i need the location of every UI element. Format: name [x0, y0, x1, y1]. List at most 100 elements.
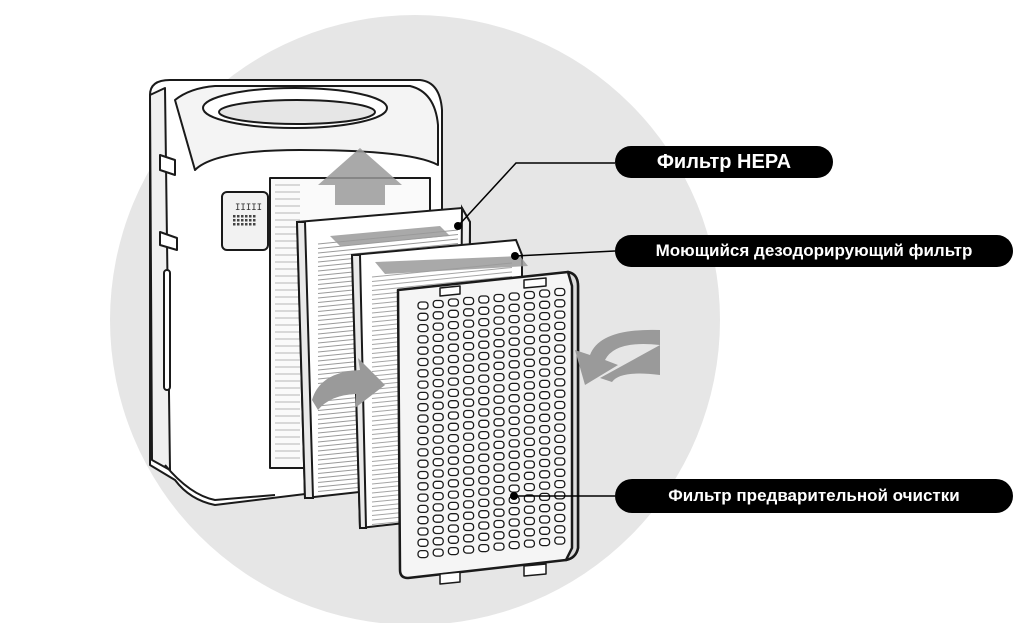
pre-filter-cell: [447, 354, 460, 364]
pre-filter-cell: [508, 427, 520, 437]
unit-indicator-dots: [233, 215, 256, 226]
pre-filter-cell: [478, 521, 490, 530]
pre-filter-cell: [462, 511, 475, 520]
pre-filter-cell: [447, 479, 460, 488]
pre-filter-cell: [432, 491, 444, 501]
pre-filter-cell: [538, 424, 551, 434]
pre-filter-cell: [417, 493, 429, 502]
pre-filter-cell: [432, 322, 444, 331]
pre-filter-cell: [554, 468, 566, 477]
pre-filter-cell: [554, 299, 566, 308]
pre-filter-cell: [432, 480, 444, 489]
pre-filter-cell: [508, 461, 520, 471]
pre-filter-cell: [432, 345, 444, 354]
pre-filter-cell: [432, 299, 444, 309]
unit-grid-lines: [275, 184, 300, 459]
pre-filter-cell: [508, 337, 520, 346]
pre-filter-cell: [478, 363, 490, 372]
pre-filter-cell: [462, 319, 475, 328]
pre-filter-cell: [417, 482, 429, 491]
label-hepa-filter: Фильтр HEPA: [615, 146, 833, 178]
pre-filter-cell: [478, 453, 490, 462]
pre-filter-cell: [478, 442, 490, 451]
pre-filter-cell: [508, 507, 520, 516]
pre-filter-cell: [462, 432, 475, 441]
pre-filter-cell: [508, 529, 520, 538]
pre-filter-cell: [508, 382, 520, 392]
pre-filter-cell: [493, 497, 505, 506]
pre-filter-cell: [493, 339, 505, 348]
pre-filter-cell: [432, 367, 444, 376]
pre-filter-cell: [493, 508, 505, 517]
pre-filter-cell: [493, 452, 505, 461]
pre-filter-cell: [462, 443, 475, 453]
pre-filter-cell: [554, 434, 566, 444]
pre-filter-cell: [417, 459, 429, 468]
pre-filter-cell: [538, 345, 551, 355]
pre-filter-cell: [462, 488, 475, 498]
pre-filter-cell: [493, 305, 505, 314]
pre-filter-cell: [432, 548, 444, 557]
pre-filter-cell: [447, 298, 460, 307]
pre-filter-cell: [478, 464, 490, 474]
pre-filter-cell: [554, 536, 566, 545]
pre-filter-cell: [478, 306, 490, 315]
pre-filter-cell: [538, 492, 551, 502]
pre-filter-cell: [478, 295, 490, 304]
pre-filter-cell: [447, 456, 460, 465]
pre-filter-cell: [538, 402, 551, 411]
pre-filter-cell: [538, 458, 551, 468]
pre-filter-cell: [508, 405, 520, 414]
pre-filter-cell: [432, 412, 444, 422]
pre-filter-cell: [447, 433, 460, 443]
pre-filter-cell: [478, 476, 490, 485]
pre-filter-cell: [417, 549, 429, 559]
pre-filter-cell: [493, 485, 505, 495]
pre-filter-cell: [447, 501, 460, 511]
pre-filter-cell: [447, 513, 460, 522]
pre-filter-cell: [447, 535, 460, 544]
pre-filter-cell: [508, 518, 520, 527]
pre-filter-cell: [554, 479, 566, 489]
leader-lines: [457, 162, 616, 497]
pre-filter-cell: [462, 466, 475, 475]
pre-filter-cell: [432, 458, 444, 467]
pre-filter-cell: [493, 418, 505, 427]
pre-filter-cell: [538, 413, 551, 422]
pre-filter-cell: [417, 357, 429, 367]
leader-dots: [454, 222, 519, 500]
pre-filter-cell: [447, 411, 460, 420]
pre-filter-cell: [538, 311, 551, 321]
pre-filter-cell: [462, 330, 475, 340]
pre-filter-cell: [538, 526, 551, 535]
pre-filter-cell: [554, 378, 566, 387]
pre-filter-cell: [508, 450, 520, 459]
pre-filter-cell: [478, 397, 490, 406]
pre-filter-cell: [554, 457, 566, 466]
pre-filter-cell: [538, 289, 551, 298]
pre-filter-cell: [493, 361, 505, 370]
pre-filter-cell: [478, 430, 490, 440]
pre-filter-cell: [523, 505, 536, 514]
pre-filter-cell: [417, 391, 429, 401]
airflow-curved-arrow-left: [312, 358, 385, 410]
pre-filter-cell: [462, 353, 475, 362]
pre-filter-cell: [523, 392, 536, 401]
pre-filter-cell: [462, 522, 475, 532]
pre-filter-cell: [554, 525, 566, 534]
pre-filter-cell: [538, 447, 551, 456]
pre-filter-cell: [478, 340, 490, 349]
pre-filter-cell: [417, 527, 429, 536]
pre-filter-cell: [493, 327, 505, 337]
pre-filter-cell: [417, 323, 429, 333]
pre-filter-cell: [432, 435, 444, 444]
pre-filter-cell: [523, 403, 536, 413]
airflow-up-arrow: [318, 148, 402, 205]
pre-filter-cell: [478, 543, 490, 553]
pre-filter-cell: [478, 532, 490, 541]
pre-filter-cell: [478, 487, 490, 496]
pre-filter-cell: [447, 400, 460, 409]
pre-filter-cell: [462, 421, 475, 430]
pre-filter-cell: [493, 542, 505, 551]
